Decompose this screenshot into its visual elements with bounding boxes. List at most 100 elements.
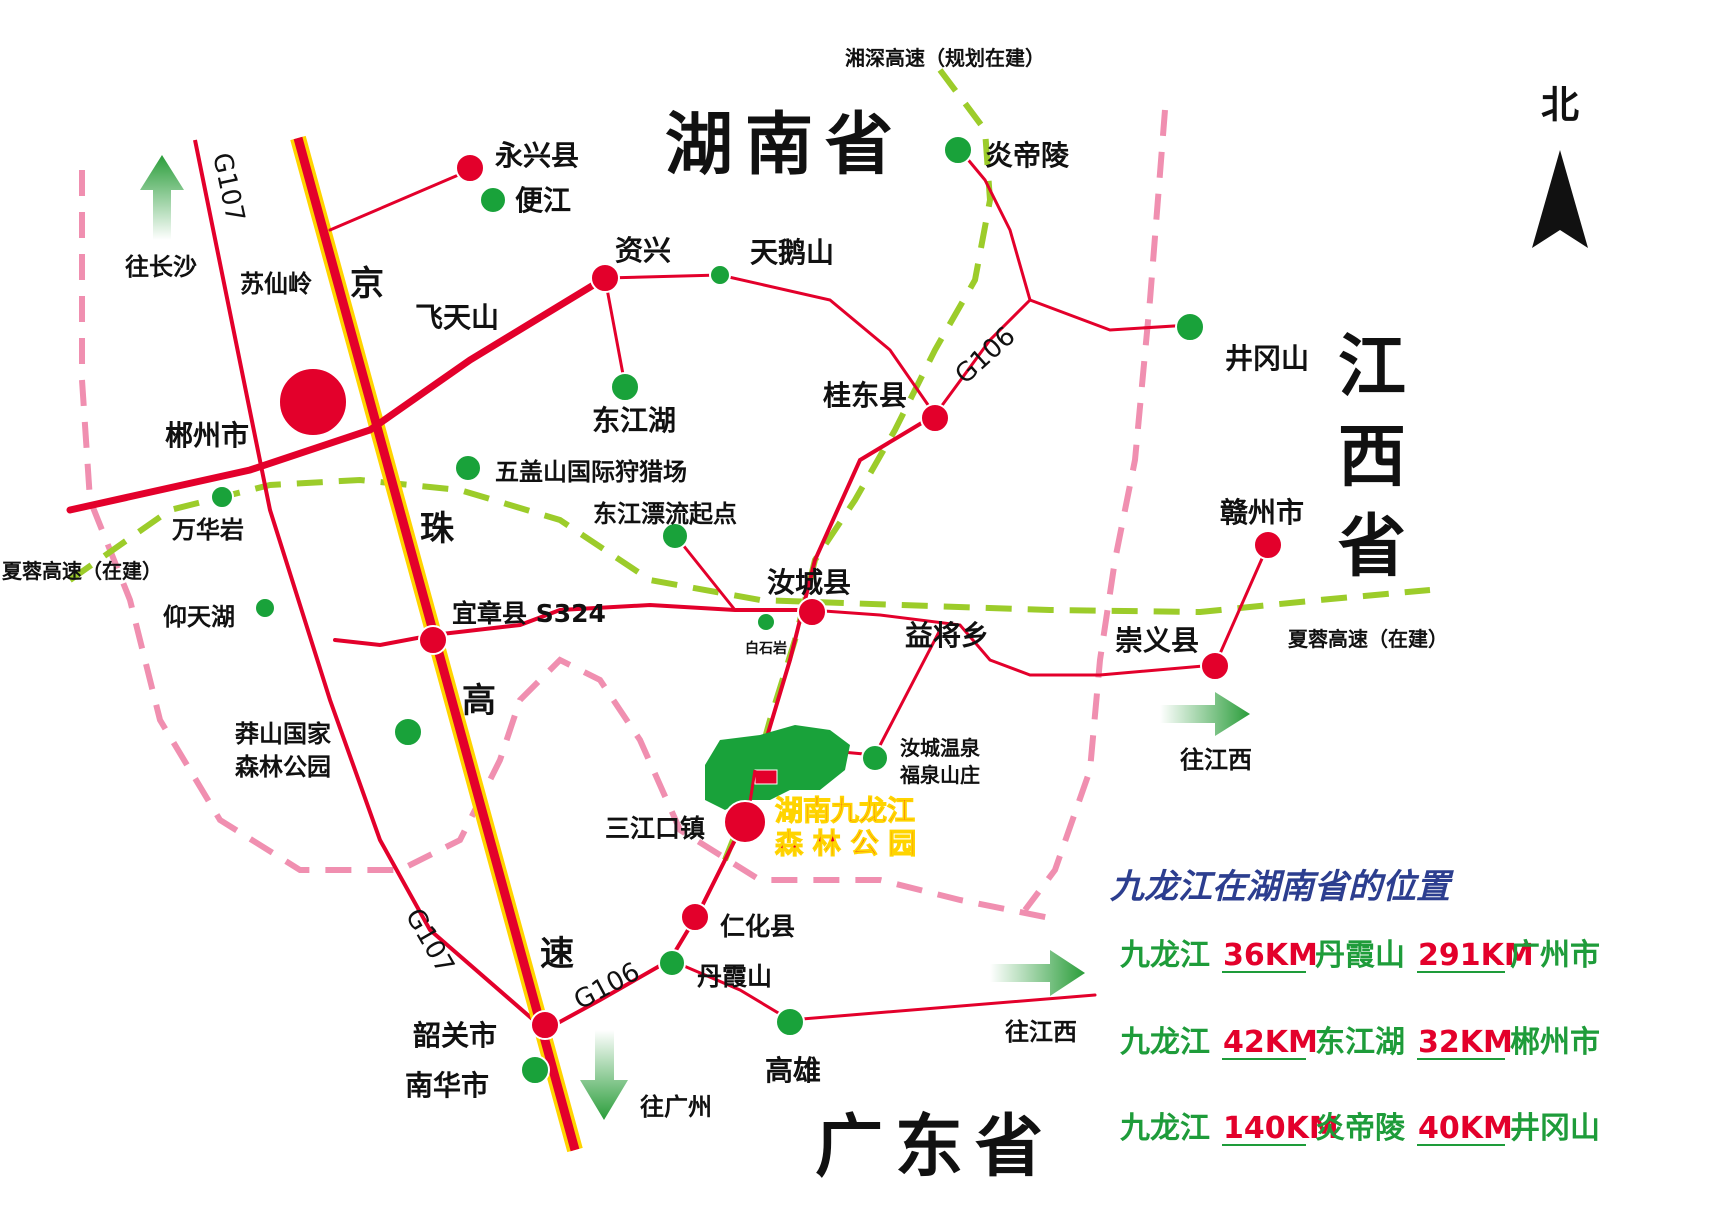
- border-hunan-west: [79, 170, 1061, 923]
- label-chenzhou: 郴州市: [165, 419, 249, 452]
- marker-mangshan[interactable]: [393, 717, 423, 747]
- province-guangdong: 广东省: [815, 1107, 1055, 1187]
- label-park-1[interactable]: 湖南九龙江: [775, 794, 916, 828]
- xiangshen-label: 湘深高速（规划在建）: [845, 46, 1045, 70]
- legend-row-3-dest: 井冈山: [1510, 1111, 1600, 1146]
- label-rucheng: 汝城县: [767, 566, 851, 599]
- label-hotspring-2: 福泉山庄: [899, 763, 980, 787]
- legend-row-2-dest: 郴州市: [1510, 1025, 1600, 1060]
- marker-yangtianhu[interactable]: [254, 597, 276, 619]
- marker-chongyi[interactable]: [1200, 651, 1230, 681]
- marker-chenzhou[interactable]: [278, 367, 348, 437]
- label-shaoguan: 韶关市: [413, 1019, 497, 1052]
- marker-danxiashan[interactable]: [658, 949, 686, 977]
- marker-wanhuayan[interactable]: [210, 485, 234, 509]
- marker-jinggangshan[interactable]: [1175, 312, 1205, 342]
- distance-legend: 九龙江在湖南省的位置 九龙江 36KM 丹霞山 291KM 广州市 九龙江 42…: [1109, 867, 1600, 1146]
- marker-ganzhou[interactable]: [1253, 530, 1283, 560]
- road-zixing-yongxing: [328, 168, 472, 232]
- north-arrow-icon: [1532, 150, 1588, 248]
- legend-row-1-dest: 广州市: [1510, 938, 1600, 973]
- label-guidong: 桂东县: [823, 379, 907, 412]
- jingzhu-char-1: 京: [350, 264, 384, 304]
- north-label: 北: [1541, 83, 1579, 127]
- legend-row-2-d1: 42KM: [1223, 1025, 1318, 1060]
- road-rafting: [673, 533, 737, 612]
- label-baishiyan: 白石岩: [745, 640, 787, 657]
- road-zixing-dongjianghu: [603, 276, 627, 387]
- marker-tianeshan[interactable]: [709, 264, 731, 286]
- jingzhu-char-4: 速: [540, 934, 574, 974]
- legend-row-1-d2: 291KM: [1418, 938, 1534, 973]
- marker-hotspring[interactable]: [861, 744, 889, 772]
- legend-title: 九龙江在湖南省的位置: [1109, 867, 1454, 907]
- spot-markers: [210, 135, 1205, 1085]
- direction-arrows: [140, 155, 1250, 1120]
- g107-label-top: G107: [206, 150, 250, 224]
- park-area: [705, 725, 850, 816]
- dir-jiangxi-upper: 往江西: [1180, 746, 1252, 774]
- marker-rafting[interactable]: [661, 522, 689, 550]
- label-wugaishan: 五盖山国际狩猎场: [495, 458, 687, 486]
- dir-changsha: 往长沙: [125, 253, 197, 281]
- park-flag-icon: [754, 769, 778, 785]
- province-jiangxi-2: 西: [1338, 417, 1418, 497]
- marker-yongxing[interactable]: [455, 153, 485, 183]
- marker-sanjiangkou[interactable]: [723, 800, 767, 844]
- road-jinggangshan: [1028, 298, 1192, 332]
- jingzhu-char-3: 高: [462, 681, 496, 721]
- marker-renhua[interactable]: [680, 902, 710, 932]
- road-zixing-guidong: [603, 273, 937, 417]
- legend-row-2-origin: 九龙江: [1120, 1025, 1210, 1060]
- label-yangtianhu: 仰天湖: [163, 603, 235, 631]
- place-labels: 永兴县 便江 资兴 天鹅山 炎帝陵 苏仙岭 飞天山 东江湖 桂东县 井冈山 郴州…: [163, 139, 1309, 1102]
- label-danxiashan: 丹霞山: [697, 962, 772, 991]
- road-chongyi-ganzhou: [1213, 543, 1270, 667]
- label-jinggangshan: 井冈山: [1225, 342, 1309, 375]
- legend-row-3: 九龙江 140KM 炎帝陵 40KM 井冈山: [1120, 1111, 1600, 1146]
- label-zixing: 资兴: [615, 234, 671, 267]
- label-hotspring-1: 汝城温泉: [900, 736, 981, 760]
- marker-shaoguan[interactable]: [530, 1010, 560, 1040]
- legend-row-2-d2: 32KM: [1418, 1025, 1513, 1060]
- north-arrow: 北: [1532, 83, 1588, 248]
- marker-guidong[interactable]: [920, 403, 950, 433]
- road-chenzhou-zixing: [66, 274, 609, 514]
- marker-dongjianghu[interactable]: [610, 372, 640, 402]
- arrow-down-icon: [580, 1030, 628, 1120]
- label-feitianshan: 飞天山: [415, 301, 499, 334]
- red-roads: [66, 148, 1270, 1032]
- label-s324: 宜章县 S324: [452, 599, 606, 628]
- marker-rucheng[interactable]: [797, 597, 827, 627]
- label-rafting: 东江漂流起点: [593, 500, 737, 528]
- marker-nanhua[interactable]: [520, 1055, 550, 1085]
- marker-yizhang[interactable]: [418, 625, 448, 655]
- road-s324: [333, 602, 812, 648]
- label-mangshan-1: 莽山国家: [235, 720, 331, 748]
- label-suxianling: 苏仙岭: [240, 270, 312, 298]
- road-danxia-gaoxiong: [668, 958, 1097, 1022]
- marker-wugaishan[interactable]: [454, 454, 482, 482]
- legend-row-3-mid: 炎帝陵: [1315, 1111, 1406, 1146]
- g106-label-top: G106: [950, 321, 1022, 390]
- province-jiangxi-vertical: 江 西 省: [1338, 327, 1418, 587]
- label-tianeshan: 天鹅山: [750, 236, 834, 269]
- arrow-right-upper-icon: [1160, 692, 1250, 736]
- dir-jiangxi-lower: 往江西: [1005, 1018, 1077, 1046]
- marker-baishiyan[interactable]: [756, 612, 776, 632]
- label-mangshan-2: 森林公园: [235, 753, 331, 781]
- legend-row-1: 九龙江 36KM 丹霞山 291KM 广州市: [1120, 938, 1600, 973]
- g106-label-bottom: G106: [569, 957, 645, 1016]
- label-wanhuayan: 万华岩: [172, 516, 244, 544]
- marker-bianjiang[interactable]: [479, 186, 507, 214]
- legend-row-1-origin: 九龙江: [1120, 938, 1210, 973]
- marker-yandiling[interactable]: [943, 135, 973, 165]
- marker-zixing[interactable]: [590, 263, 620, 293]
- xiarong-west-label: 夏蓉高速（在建）: [2, 559, 162, 583]
- marker-gaoxiong[interactable]: [775, 1007, 805, 1037]
- legend-row-1-d1: 36KM: [1223, 938, 1318, 973]
- label-park-2[interactable]: 森 林 公 园: [775, 827, 917, 861]
- legend-row-2: 九龙江 42KM 东江湖 32KM 郴州市: [1120, 1025, 1600, 1060]
- province-jiangxi-3: 省: [1338, 507, 1418, 587]
